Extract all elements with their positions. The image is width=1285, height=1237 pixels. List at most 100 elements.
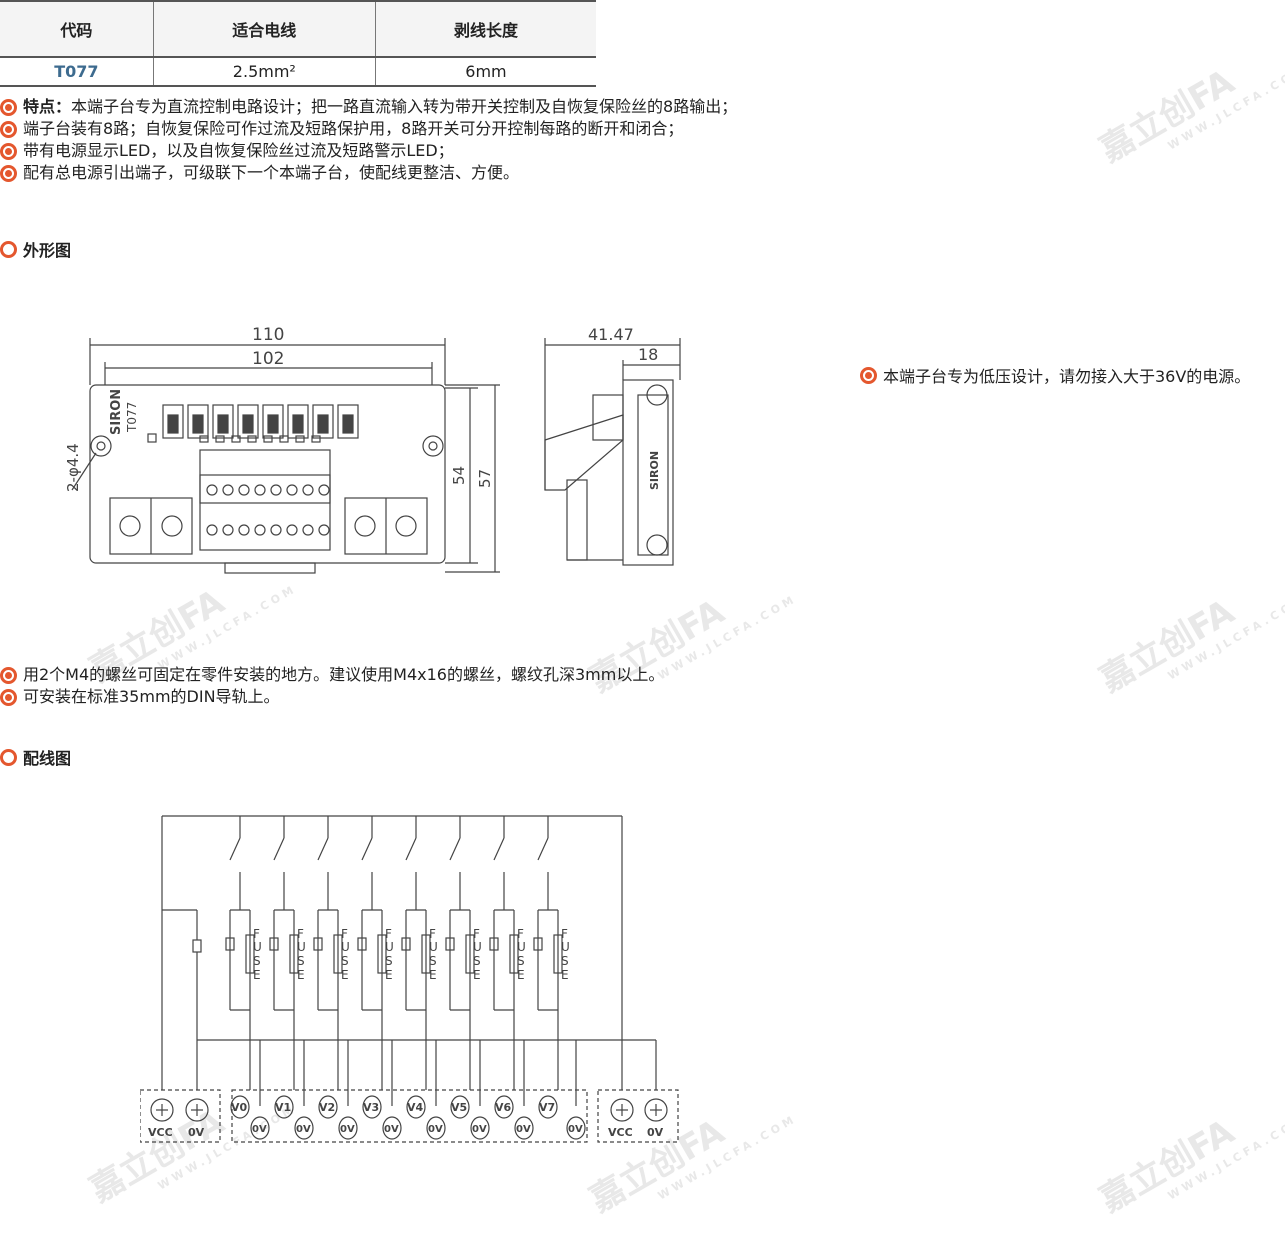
label-vcc-left: VCC: [148, 1126, 173, 1139]
fuse-letter: U: [429, 940, 438, 954]
fuse-letter: U: [561, 940, 570, 954]
channel-3: F U S E V3 0V: [357, 816, 402, 1140]
list-item: 特点：本端子台专为直流控制电路设计；把一路直流输入转为带开关控制及自恢复保险丝的…: [0, 96, 737, 118]
fuse-letter: E: [561, 968, 569, 982]
fuse-letter: S: [561, 954, 569, 968]
feature-list: 特点：本端子台专为直流控制电路设计；把一路直流输入转为带开关控制及自恢复保险丝的…: [0, 96, 737, 184]
fuse-letter: F: [341, 927, 348, 941]
label-0v-right: 0V: [647, 1126, 664, 1139]
fuse-letter: F: [561, 927, 568, 941]
side-view: 41.47 18 SIRON: [544, 325, 681, 566]
output-label: V0: [231, 1101, 248, 1114]
mounting-text: 可安装在标准35mm的DIN导轨上。: [23, 687, 280, 706]
bullet-icon: [0, 98, 17, 116]
fuse-letter: S: [473, 954, 481, 968]
fuse-letter: U: [253, 940, 262, 954]
ring-icon: [0, 240, 17, 258]
bullet-icon: [0, 666, 17, 684]
fuse-letter: U: [341, 940, 350, 954]
fuse-letter: U: [297, 940, 306, 954]
zero-label: 0V: [472, 1124, 487, 1135]
fuse-letter: E: [429, 968, 437, 982]
channel-5: F U S E V5 0V: [445, 816, 490, 1140]
fuse-letter: U: [517, 940, 526, 954]
list-item: 带有电源显示LED，以及自恢复保险丝过流及短路警示LED；: [0, 140, 737, 162]
fuse-letter: E: [253, 968, 261, 982]
fuse-letter: E: [473, 968, 481, 982]
fuse-letter: S: [297, 954, 305, 968]
fuse-letter: S: [517, 954, 525, 968]
bullet-icon: [0, 688, 17, 706]
bullet-icon: [0, 164, 17, 182]
zero-label: 0V: [428, 1124, 443, 1135]
ring-icon: [0, 748, 17, 766]
outline-drawing: 110 102 SIRON T077 2-φ4.4 5: [64, 325, 681, 574]
channel-0: F U S E V0 0V: [225, 816, 270, 1140]
cell-code: T077: [0, 57, 154, 87]
fuse-letter: F: [253, 927, 260, 941]
dim-110: 110: [252, 325, 284, 345]
channel-4: F U S E V4 0V: [401, 816, 446, 1140]
output-label: V2: [319, 1101, 335, 1114]
brand-label: SIRON: [109, 389, 124, 435]
cell-strip: 6mm: [375, 57, 596, 87]
zero-label: 0V: [516, 1124, 531, 1135]
channel-1: F U S E V1 0V: [269, 816, 314, 1140]
list-item: 可安装在标准35mm的DIN导轨上。: [0, 686, 664, 708]
channel-2: F U S E V2 0V: [313, 816, 358, 1140]
zero-label: 0V: [252, 1124, 267, 1135]
zero-label: 0V: [296, 1124, 311, 1135]
output-label: V3: [363, 1101, 379, 1114]
channel-6: F U S E V6 0V: [489, 816, 534, 1140]
output-label: V5: [451, 1101, 467, 1114]
dim-18: 18: [638, 345, 658, 364]
fuse-letter: F: [473, 927, 480, 941]
warning-text: 本端子台专为低压设计，请勿接入大于36V的电源。: [883, 367, 1251, 386]
dim-41-47: 41.47: [588, 325, 634, 344]
outline-heading: 外形图: [0, 237, 71, 261]
feature-text: 端子台装有8路；自恢复保险可作过流及短路保护用，8路开关可分开控制每路的断开和闭…: [23, 119, 684, 138]
wiring-diagram: VCC 0V VCC 0V F U S E V0 0V F U S E V1 0…: [140, 815, 679, 1143]
cell-wire: 2.5mm²: [153, 57, 376, 87]
spec-table: 代码 适合电线 剥线长度 T077 2.5mm² 6mm: [0, 0, 596, 87]
bullet-icon: [0, 120, 17, 138]
fuse-letter: S: [385, 954, 393, 968]
header-wire: 适合电线: [153, 0, 376, 58]
zero-label: 0V: [568, 1124, 583, 1135]
hole-dim: 2-φ4.4: [64, 443, 82, 492]
feature-text: 带有电源显示LED，以及自恢复保险丝过流及短路警示LED；: [23, 141, 454, 160]
fuse-letter: S: [253, 954, 261, 968]
fuse-letter: E: [385, 968, 393, 982]
fuse-letter: F: [385, 927, 392, 941]
dim-54: 54: [450, 466, 468, 485]
fuse-letter: E: [517, 968, 525, 982]
dim-102: 102: [252, 349, 284, 369]
fuse-letter: E: [297, 968, 305, 982]
mounting-notes: 用2个M4的螺丝可固定在零件安装的地方。建议使用M4x16的螺丝，螺纹孔深3mm…: [0, 664, 664, 708]
fuse-letter: F: [429, 927, 436, 941]
fuse-letter: F: [297, 927, 304, 941]
fuse-letter: S: [429, 954, 437, 968]
fuse-letter: F: [517, 927, 524, 941]
header-strip: 剥线长度: [375, 0, 596, 58]
output-label: V6: [495, 1101, 512, 1114]
feature-label: 特点：: [23, 97, 72, 116]
feature-text: 配有总电源引出端子，可级联下一个本端子台，使配线更整洁、方便。: [23, 163, 520, 182]
header-code: 代码: [0, 0, 154, 58]
output-label: V4: [407, 1101, 424, 1114]
voltage-warning: 本端子台专为低压设计，请勿接入大于36V的电源。: [860, 363, 1250, 387]
dim-57: 57: [476, 469, 494, 488]
zero-label: 0V: [384, 1124, 399, 1135]
bullet-icon: [0, 142, 17, 160]
mounting-text: 用2个M4的螺丝可固定在零件安装的地方。建议使用M4x16的螺丝，螺纹孔深3mm…: [23, 665, 665, 684]
zero-label: 0V: [340, 1124, 355, 1135]
list-item: 端子台装有8路；自恢复保险可作过流及短路保护用，8路开关可分开控制每路的断开和闭…: [0, 118, 737, 140]
wiring-heading-text: 配线图: [23, 749, 72, 768]
label-vcc-right: VCC: [608, 1126, 633, 1139]
wiring-heading: 配线图: [0, 745, 71, 769]
fuse-letter: U: [473, 940, 482, 954]
output-label: V1: [275, 1101, 291, 1114]
